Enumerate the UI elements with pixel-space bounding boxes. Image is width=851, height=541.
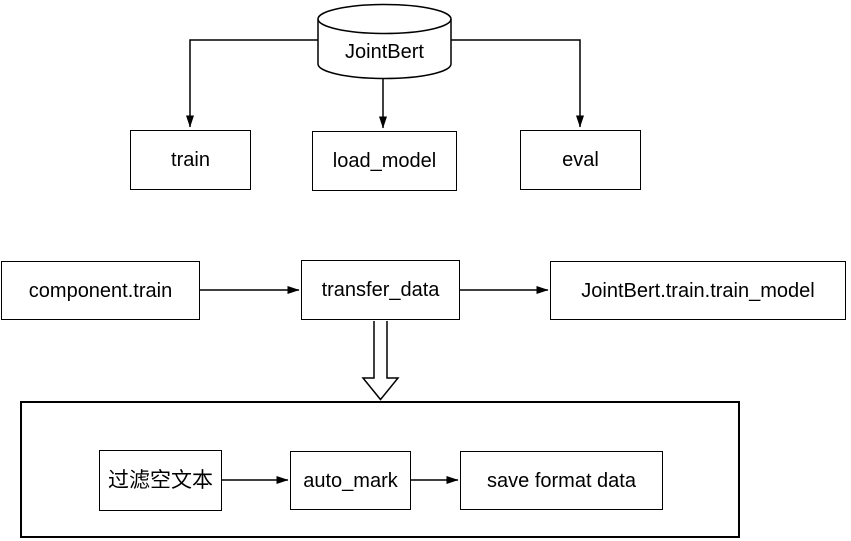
node-load-model: load_model [312,131,457,191]
node-transfer-data-label: transfer_data [321,279,440,301]
node-load-model-label: load_model [332,150,437,172]
node-save-format-data: save format data [460,451,663,510]
node-save-format-data-label: save format data [487,469,636,492]
edge-jointbert-to-train [186,39,318,128]
node-train: train [130,130,251,190]
node-component-train-label: component.train [28,279,173,302]
edge-jointbert-to-eval [451,39,584,128]
node-component-train: component.train [1,261,200,320]
node-train-label: train [171,149,210,171]
node-filter-empty-text-label: 过滤空文本 [108,468,213,492]
node-eval: eval [520,130,641,190]
node-eval-label: eval [562,149,599,171]
node-transfer-data: transfer_data [301,260,460,320]
node-jointbert-database-label: JointBert [345,40,424,63]
node-jointbert-train-train-model: JointBert.train.train_model [550,261,846,320]
node-auto-mark-label: auto_mark [303,469,398,492]
database-cylinder-shape [317,3,452,80]
node-auto-mark: auto_mark [290,451,411,510]
node-filter-empty-text: 过滤空文本 [99,450,222,511]
node-jointbert-train-train-model-label: JointBert.train.train_model [581,279,815,302]
hollow-block-arrow [361,321,400,401]
